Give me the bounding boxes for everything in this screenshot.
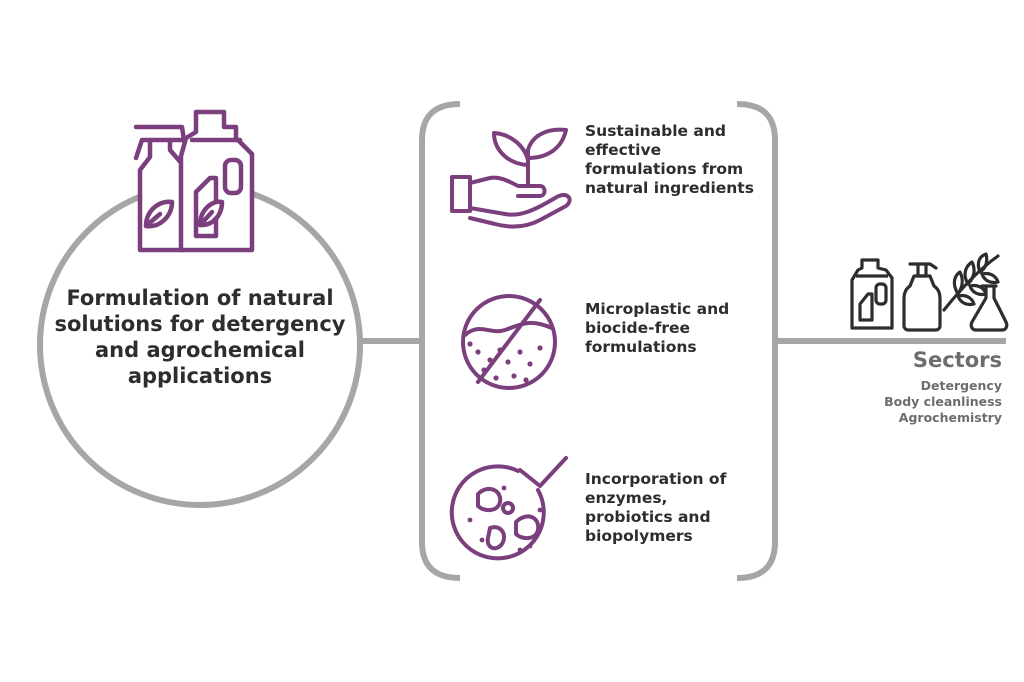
feature-microplastic-free: Microplastic and biocide-free formulatio… <box>585 300 730 356</box>
sector-agrochemistry: Agrochemistry <box>898 410 1002 425</box>
sectors-title: Sectors <box>912 348 1002 372</box>
sector-detergency: Detergency <box>920 378 1002 393</box>
main-title: Formulation of natural solutions for det… <box>54 286 346 388</box>
sector-body-cleanliness: Body cleanliness <box>884 394 1002 409</box>
feature-enzymes: Incorporation of enzymes, probiotics and… <box>585 470 727 545</box>
bracket-left <box>419 101 461 581</box>
feature-sustainable: Sustainable and effective formulations f… <box>585 122 754 197</box>
